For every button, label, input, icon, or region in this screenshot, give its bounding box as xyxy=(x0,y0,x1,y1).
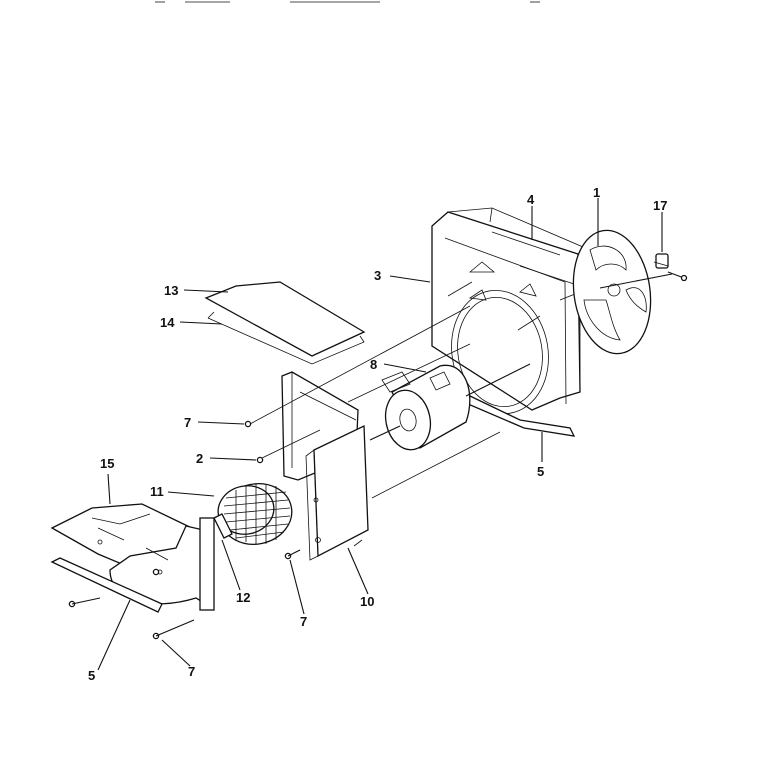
wheel-clamp xyxy=(213,513,233,539)
leader-lines xyxy=(97,198,663,671)
callout-7-bottom: 7 xyxy=(188,664,195,679)
callout-15: 15 xyxy=(100,456,114,471)
callout-5-right: 5 xyxy=(537,464,544,479)
fan-retaining-clip xyxy=(653,253,688,282)
top-cover-panel xyxy=(204,281,366,365)
callout-1: 1 xyxy=(593,185,600,200)
callout-13: 13 xyxy=(164,283,178,298)
callout-4: 4 xyxy=(527,192,535,207)
callout-3: 3 xyxy=(374,268,381,283)
screw-housing-bottom xyxy=(152,619,195,640)
screw-top-plate xyxy=(244,420,252,428)
callout-2: 2 xyxy=(196,451,203,466)
screw-panel xyxy=(284,549,301,560)
callout-5-left: 5 xyxy=(88,668,95,683)
callout-12: 12 xyxy=(236,590,250,605)
condenser-fan-blade xyxy=(572,229,673,355)
callout-14: 14 xyxy=(160,315,175,330)
screws xyxy=(68,420,301,640)
callout-labels: 1 17 4 3 13 14 8 7 2 5 15 11 12 7 10 5 7 xyxy=(88,185,667,683)
blower-scroll-housing xyxy=(50,503,215,611)
callout-8: 8 xyxy=(370,357,377,372)
callout-7-top: 7 xyxy=(184,415,191,430)
callout-17: 17 xyxy=(653,198,667,213)
callout-10: 10 xyxy=(360,594,374,609)
alignment-lines xyxy=(249,305,501,499)
screw-2 xyxy=(256,456,264,464)
blower-partition-panel xyxy=(305,424,369,561)
blower-wheel xyxy=(217,483,293,545)
fan-motor xyxy=(369,363,531,451)
screw-housing-mid xyxy=(152,568,160,576)
housing-frame xyxy=(431,207,592,415)
mounting-bracket-left xyxy=(50,557,163,613)
callout-11: 11 xyxy=(150,484,164,499)
callout-7-mid: 7 xyxy=(300,614,307,629)
screw-housing-left xyxy=(68,597,101,608)
